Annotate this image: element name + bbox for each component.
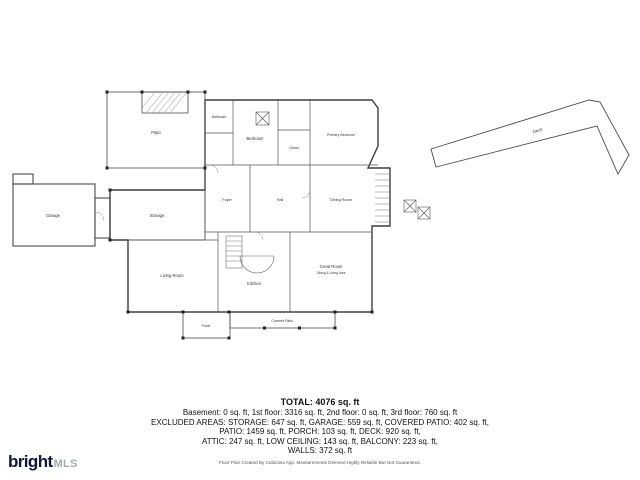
logo-bright-text: bright [8, 452, 53, 471]
stairs-right [375, 173, 390, 223]
room-label-bathroom: Bathroom [212, 115, 227, 119]
room-label-porch: Porch [202, 324, 211, 328]
room-label-great-room-sub: Dining & Living Area [317, 271, 346, 275]
brightmls-logo: brightMLS [8, 452, 78, 472]
area-line-floors: Basement: 0 sq. ft, 1st floor: 3316 sq. … [182, 408, 458, 417]
pergola-hatch [141, 91, 188, 114]
disclaimer-text: Floor Plan Created By Cubicasa App. Meas… [219, 459, 421, 465]
porch-outline [182, 311, 336, 339]
posts [105, 90, 374, 340]
room-label-kitchen: Kitchen [247, 281, 262, 286]
stairs-interior [225, 235, 243, 269]
room-label-deck: Deck [532, 126, 544, 134]
room-label-storage: Storage [150, 213, 165, 218]
room-label-hall: Hall [277, 198, 284, 202]
total-area: TOTAL: 4076 sq. ft [280, 397, 360, 407]
area-line-excluded-3: ATTIC: 247 sq. ft, LOW CEILING: 143 sq. … [202, 436, 438, 446]
elevator-shaft [255, 111, 270, 126]
room-label-closet: Closet [289, 146, 299, 150]
room-label-great-room: Great Room [320, 264, 343, 269]
room-label-garage: Garage [46, 213, 61, 218]
room-label-covered-patio: Covered Patio [271, 319, 293, 323]
room-label-dining: Dining Room [330, 198, 352, 202]
kitchen-island [239, 255, 275, 274]
room-label-patio: Patio [151, 130, 161, 135]
deck-outline [430, 99, 630, 175]
area-line-walls: WALLS: 372 sq. ft [287, 446, 353, 455]
house-outline [109, 99, 391, 313]
garage-outline [12, 173, 111, 247]
door-arcs [94, 164, 311, 241]
room-label-living: Living Room [160, 273, 184, 278]
room-label-bedroom: Bedroom [247, 136, 265, 141]
area-line-excluded-1: EXCLUDED AREAS: STORAGE: 647 sq. ft, GAR… [151, 417, 489, 427]
area-line-excluded-2: PATIO: 1459 sq. ft, PORCH: 103 sq. ft, D… [219, 427, 421, 436]
interior-walls [128, 100, 378, 312]
logo-mls-text: MLS [53, 458, 78, 470]
detached-steps [403, 199, 431, 220]
room-label-foyer: Foyer [222, 198, 232, 202]
room-label-primary-bedroom: Primary Bedroom [327, 133, 355, 137]
area-summary: TOTAL: 4076 sq. ft Basement: 0 sq. ft, 1… [0, 397, 640, 466]
